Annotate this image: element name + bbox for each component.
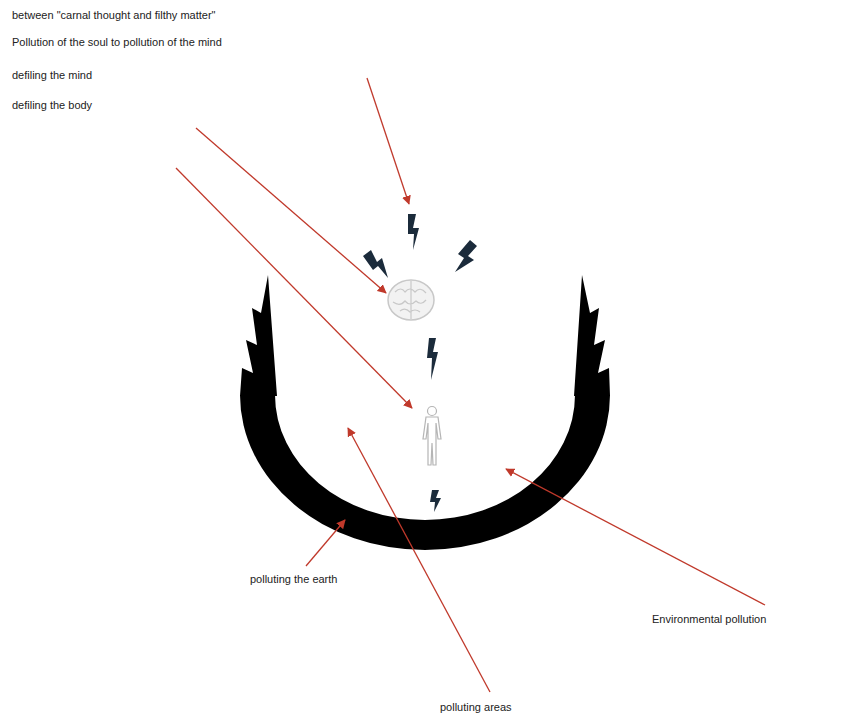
brain-icon [388, 280, 434, 320]
annotation-label: between "carnal thought and filthy matte… [12, 8, 215, 22]
leader-lines [176, 78, 765, 692]
annotation-label: Pollution of the soul to pollution of th… [12, 35, 222, 49]
earth-band [240, 395, 610, 550]
annotation-label: polluting the earth [250, 572, 337, 586]
annotation-label: defiling the body [12, 98, 92, 112]
lightning-bolts [363, 214, 477, 512]
annotation-label: polluting areas [440, 700, 512, 714]
left-spike [240, 275, 277, 396]
annotation-label: Environmental pollution [652, 612, 766, 626]
right-spike [574, 275, 610, 396]
human-figure [423, 407, 441, 466]
annotation-label: defiling the mind [12, 68, 92, 82]
